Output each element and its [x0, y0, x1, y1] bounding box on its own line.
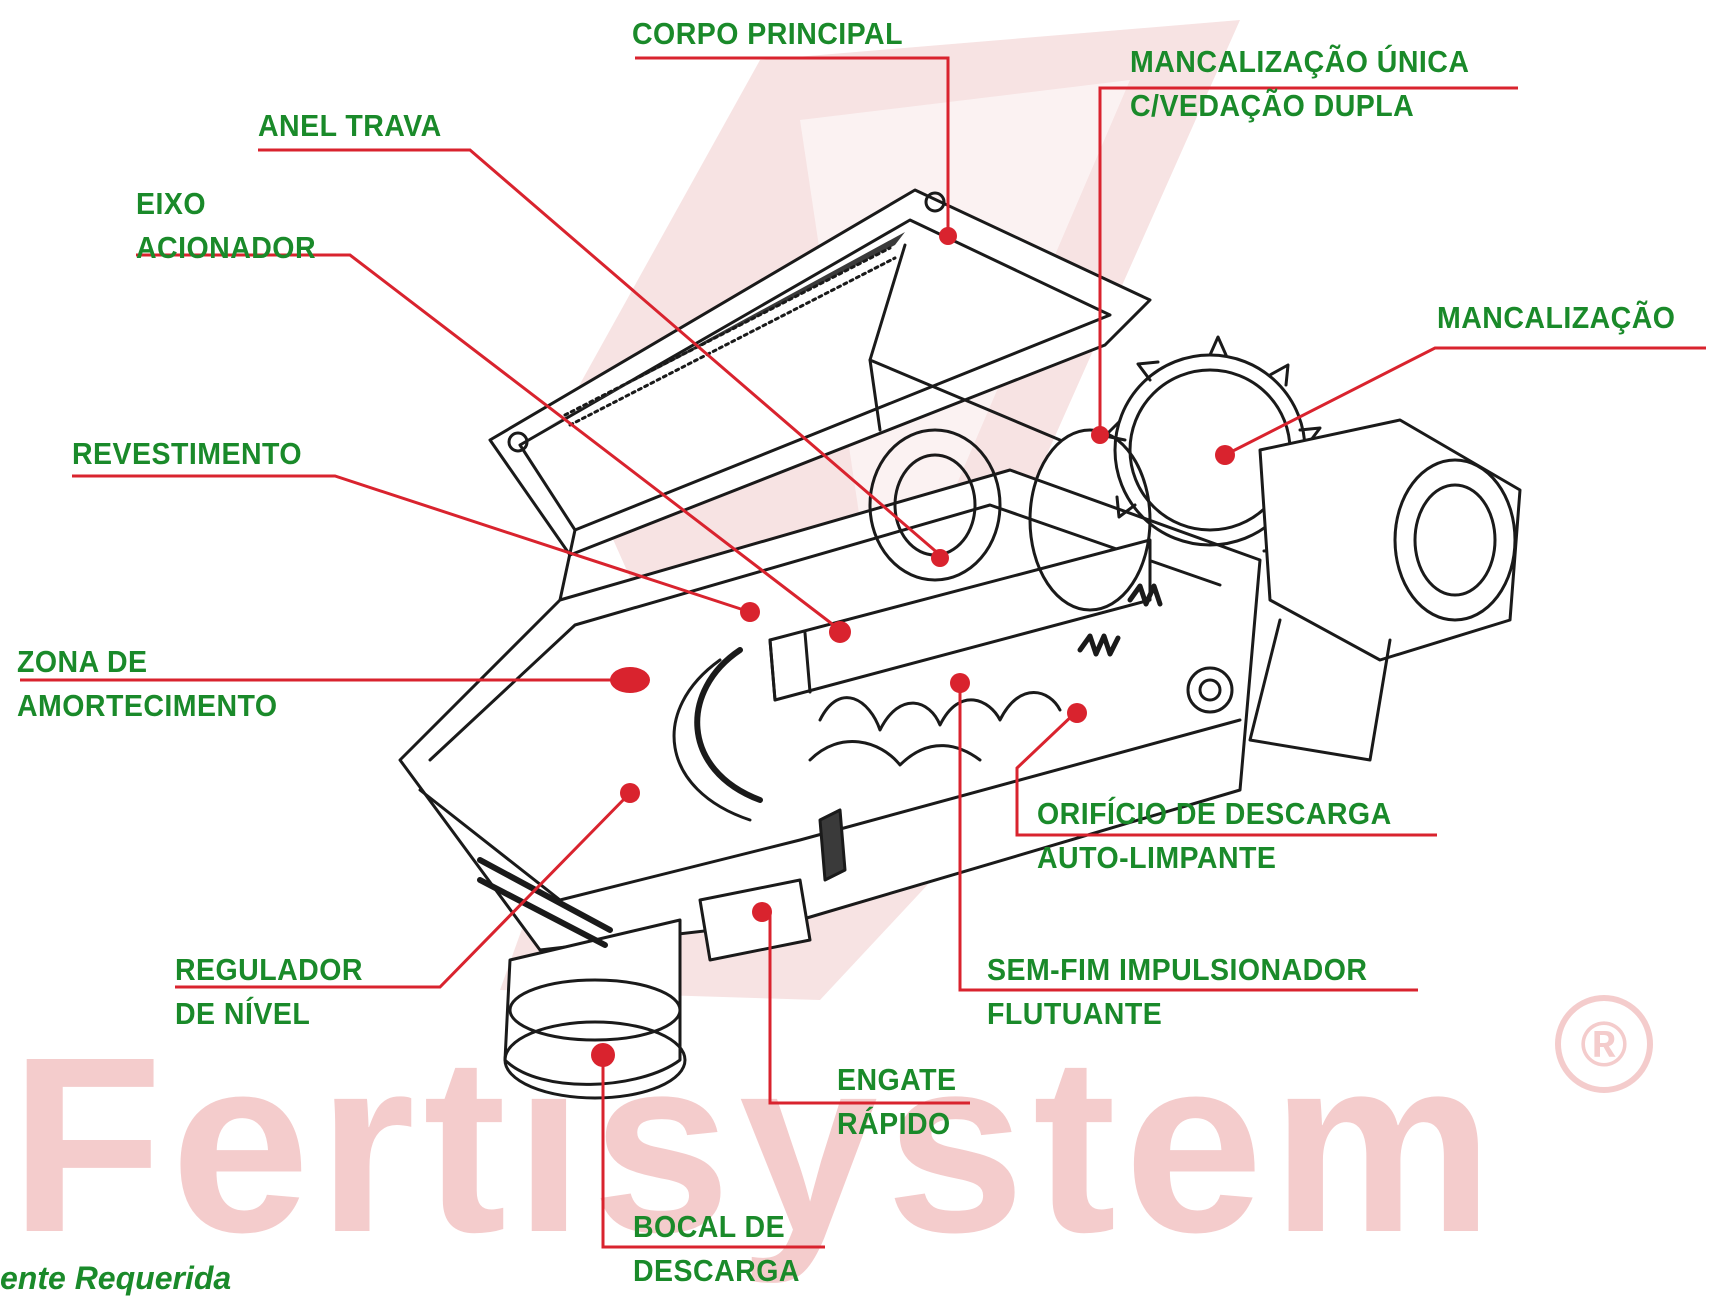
label-zona-amortecimento: ZONA DE AMORTECIMENTO [17, 644, 278, 723]
dot-corpo-principal [939, 227, 957, 245]
leader-anel-trava [258, 148, 941, 557]
dot-regulador [620, 783, 640, 803]
dot-engate [752, 902, 772, 922]
dot-eixo-acionador [829, 621, 851, 643]
label-revestimento: REVESTIMENTO [72, 436, 303, 471]
leader-corpo-principal [635, 56, 950, 236]
label-orificio-descarga: ORIFÍCIO DE DESCARGA AUTO-LIMPANTE [1037, 796, 1392, 875]
label-sem-fim: SEM-FIM IMPULSIONADOR FLUTUANTE [987, 952, 1368, 1031]
label-corpo-principal: CORPO PRINCIPAL [632, 16, 903, 51]
leader-orificio [1015, 711, 1437, 837]
dot-mancalizacao-unica [1091, 426, 1109, 444]
leader-regulador [175, 791, 632, 989]
dot-zona-amortecimento [610, 667, 650, 693]
dot-orificio [1067, 703, 1087, 723]
label-eixo-acionador: EIXO ACIONADOR [136, 186, 317, 265]
dot-bocal [591, 1043, 615, 1067]
registered-trademark-icon: ® [1555, 995, 1653, 1093]
dot-anel-trava [931, 549, 949, 567]
label-anel-trava: ANEL TRAVA [258, 108, 442, 143]
leader-revestimento [72, 474, 751, 614]
label-mancalizacao: MANCALIZAÇÃO [1437, 300, 1676, 335]
dot-revestimento [740, 602, 760, 622]
footnote-text: ente Requerida [0, 1260, 232, 1296]
dot-mancalizacao [1215, 445, 1235, 465]
label-mancalizacao-unica: MANCALIZAÇÃO ÚNICA C/VEDAÇÃO DUPLA [1130, 44, 1470, 123]
leader-sem-fim [958, 685, 1418, 992]
fertisystem-watermark: Fertisystem [10, 1005, 1502, 1284]
leader-bocal [601, 1055, 825, 1249]
leader-mancalizacao-unica [1098, 86, 1518, 435]
label-regulador-nivel: REGULADOR DE NÍVEL [175, 952, 363, 1031]
label-bocal-descarga: BOCAL DE DESCARGA [633, 1209, 800, 1288]
leader-eixo-acionador [136, 253, 841, 632]
dot-sem-fim [950, 673, 970, 693]
leader-mancalizacao [1224, 346, 1706, 457]
label-engate-rapido: ENGATE RÁPIDO [837, 1062, 957, 1141]
